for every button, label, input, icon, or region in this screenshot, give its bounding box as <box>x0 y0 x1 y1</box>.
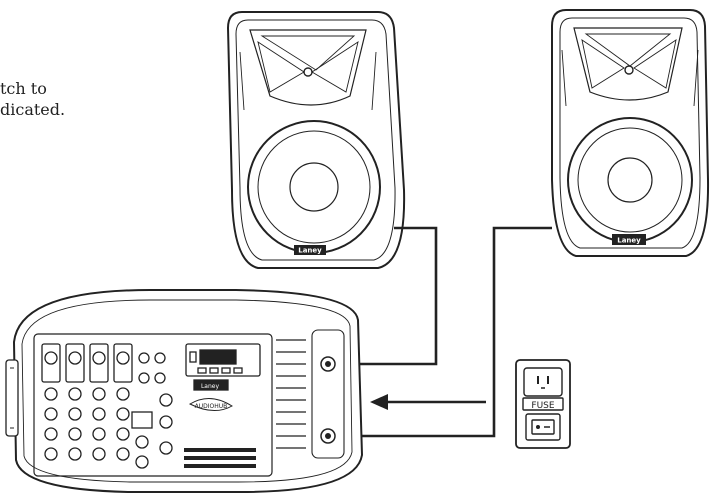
instruction-caption: tch to dicated. <box>0 78 120 120</box>
speaker-right-brand: Laney <box>617 237 641 245</box>
caption-line-1: tch to <box>0 79 47 98</box>
speaker-cables <box>330 226 552 438</box>
speaker-left-brand: Laney <box>298 247 322 255</box>
channel-strips <box>41 343 173 469</box>
mixer-brand: Laney <box>201 383 220 390</box>
speaker-right <box>551 9 710 257</box>
mixer-unit <box>5 289 364 493</box>
power-inlet-module <box>515 359 571 449</box>
fuse-label: FUSE <box>531 401 554 411</box>
caption-line-2: dicated. <box>0 100 66 119</box>
mixer-logo: AUDIOHUB <box>195 403 228 410</box>
direction-arrow <box>370 394 486 410</box>
speaker-left <box>226 11 406 269</box>
